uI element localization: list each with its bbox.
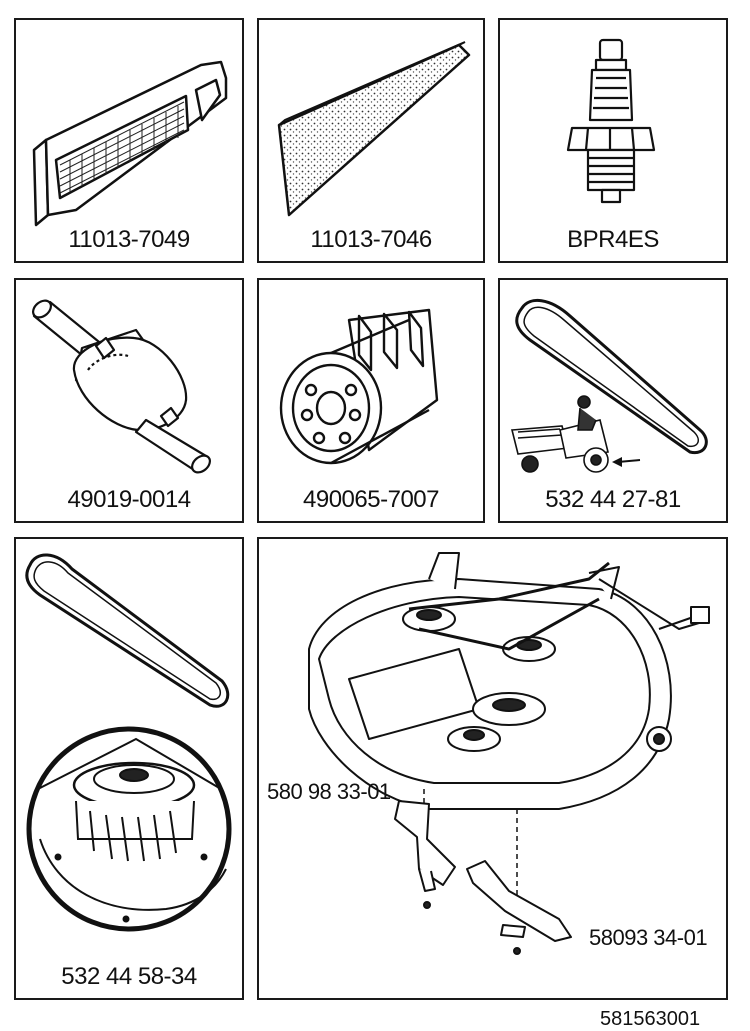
riding-mower-icon	[510, 395, 609, 473]
blade-left-icon	[394, 800, 456, 909]
part-panel-mower-deck: 580 98 33-01 58093 34-01	[257, 537, 728, 1000]
fuel-filter-illustration	[32, 299, 211, 474]
spark-plug-illustration	[566, 38, 656, 204]
part-panel-pre-filter: 11013-7046	[257, 18, 485, 263]
part-panel-drive-belt: 532 44 27-81	[498, 278, 728, 523]
part-number-label: 532 44 58-34	[61, 963, 197, 990]
part-number-label: 490065-7007	[303, 486, 439, 513]
part-panel-oil-filter: 490065-7007	[257, 278, 485, 523]
part-number-label: 49019-0014	[67, 486, 191, 513]
part-panel-fuel-filter: 49019-0014	[14, 278, 244, 523]
part-panel-deck-belt: 532 44 58-34	[14, 537, 244, 1000]
part-panel-spark-plug: BPR4ES	[498, 18, 728, 263]
pre-filter-illustration	[277, 41, 471, 217]
blade-right-icon	[466, 860, 572, 955]
part-panel-air-filter: 11013-7049	[14, 18, 244, 263]
part-number-label: 532 44 27-81	[545, 486, 681, 513]
blade-right-part-number: 58093 34-01	[589, 925, 708, 950]
air-filter-illustration	[32, 60, 228, 227]
part-number-label: 11013-7049	[68, 226, 190, 253]
pulley-closeup-icon	[26, 726, 232, 932]
part-number-label: BPR4ES	[567, 226, 659, 253]
part-number-label: 11013-7046	[310, 226, 432, 253]
oil-filter-illustration	[279, 308, 439, 465]
deck-belt-illustration	[25, 553, 232, 932]
mower-deck-illustration	[308, 552, 710, 955]
blade-left-part-number: 580 98 33-01	[267, 779, 391, 804]
drive-belt-illustration	[510, 299, 708, 473]
